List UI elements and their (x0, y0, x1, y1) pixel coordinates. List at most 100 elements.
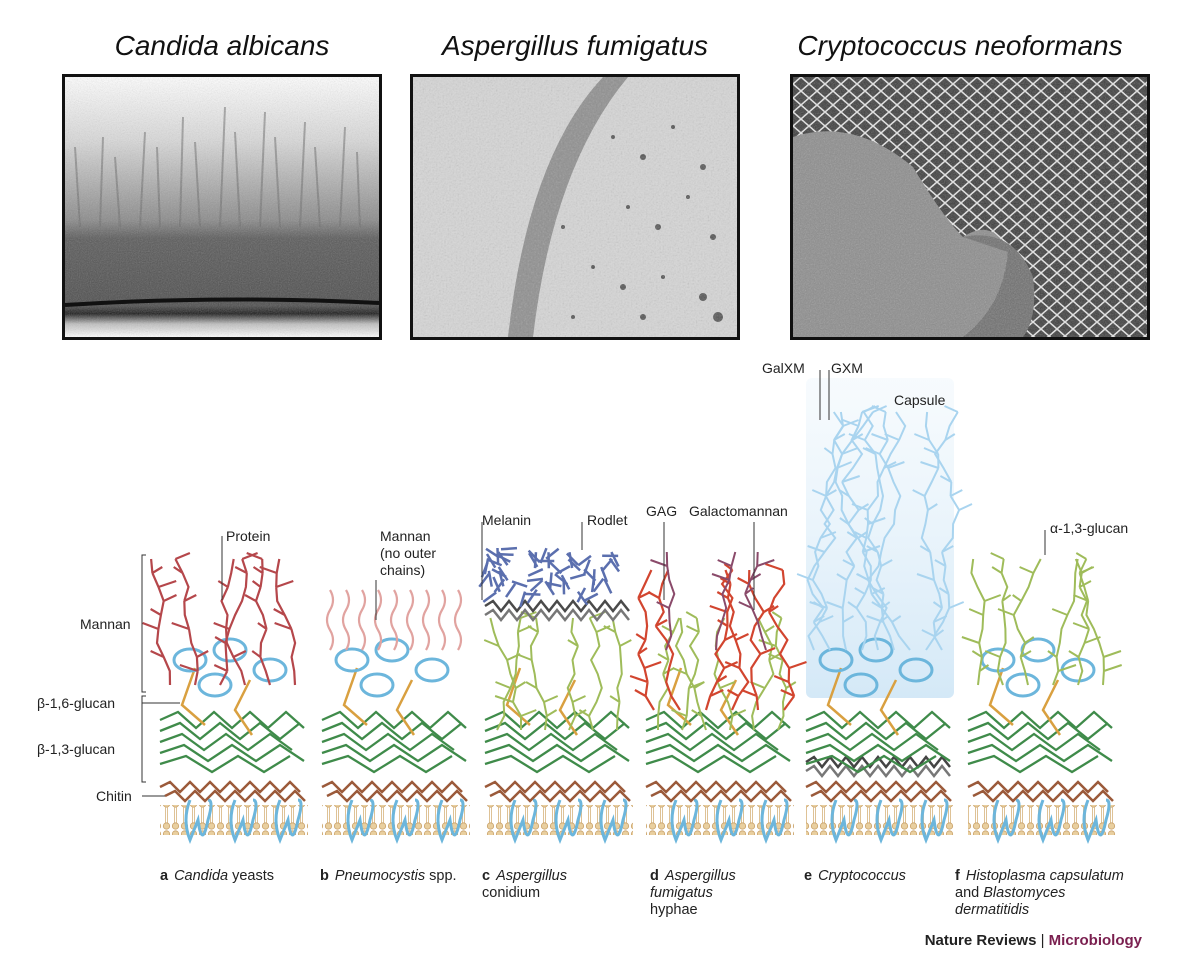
melanin-granule (505, 583, 517, 598)
caption-text: and (955, 885, 984, 901)
b13-glucan-strand (645, 721, 787, 741)
mannan-chain (217, 558, 247, 686)
wall-protein (359, 672, 395, 698)
micrograph-title-cryptococcus: Cryptococcus neoformans (797, 30, 1123, 61)
melanin-granule (526, 588, 538, 604)
wall-protein (197, 672, 233, 698)
membrane-protein (436, 798, 465, 845)
capsule-polysaccharide (796, 411, 845, 651)
membrane-protein (509, 798, 538, 845)
caption-text: dermatitidis (955, 902, 1030, 918)
b13-glucan-strand (645, 743, 791, 763)
caption-text: spp. (425, 868, 457, 884)
caption-text: Aspergillus (664, 868, 736, 884)
caption-text: Aspergillus (496, 868, 567, 884)
melanin-granule (529, 579, 544, 592)
mannan-chain (213, 551, 258, 686)
melanin-granule (485, 553, 497, 569)
b13-glucan-strand (967, 732, 1101, 752)
wall-protein (818, 647, 854, 673)
b16-glucan (1041, 679, 1062, 736)
melanin-granule (511, 580, 528, 588)
membrane-protein (184, 798, 213, 845)
melanin-granule (569, 573, 586, 580)
annotation-no-outer: (no outer (380, 545, 436, 561)
a13-glucan-chain (1047, 558, 1079, 686)
b13-glucan-strand (484, 721, 626, 741)
annotation-chains: chains) (380, 562, 425, 578)
micrograph-title-aspergillus: Aspergillus fumigatus (441, 30, 709, 61)
a13-glucan-chain (1073, 552, 1123, 686)
gag-chain (650, 551, 676, 651)
membrane-protein (920, 798, 949, 845)
b13-glucan-strand (159, 732, 293, 752)
membrane-protein (1082, 798, 1111, 845)
b16-glucan (233, 679, 254, 736)
melanin-granule (527, 568, 544, 577)
mannan-chain (405, 589, 415, 651)
b13-glucan-strand (805, 710, 951, 730)
wall-protein (843, 672, 879, 698)
annotation-leaders (221, 370, 1046, 620)
chitin-layer (321, 780, 463, 794)
chitin-layer (326, 789, 468, 803)
wall-protein (374, 637, 410, 663)
annotation-galxm: GalXM (762, 360, 805, 376)
b13-glucan-strand (645, 710, 791, 730)
b13-glucan-strand (321, 721, 463, 741)
cell-wall-column-d (629, 551, 807, 845)
galactomannan-chain (716, 569, 750, 711)
b13-glucan-strand (159, 710, 305, 730)
cell-wall-column-a (142, 551, 308, 845)
chitin-layer (650, 789, 792, 803)
cell-wall-column-f (961, 552, 1123, 845)
caption-letter: e (804, 868, 813, 884)
journal-subject: Microbiology (1048, 932, 1142, 949)
label-b13-glucan: β-1,3-glucan (37, 741, 115, 757)
annotation-a13-glucan: α-1,3-glucan (1050, 520, 1128, 536)
melanin-granule (577, 554, 592, 567)
membrane-protein (554, 798, 583, 845)
journal-credit: Nature Reviews | Microbiology (925, 932, 1142, 949)
melanin-granule (567, 558, 581, 572)
plasma-membrane (160, 805, 308, 835)
chitin-layer (810, 789, 952, 803)
b13-glucan-strand (159, 743, 305, 763)
wall-protein (172, 647, 208, 673)
caption-letter: f (955, 868, 960, 884)
a13-glucan-chain (603, 617, 632, 731)
melanin-granule (498, 570, 505, 587)
melanin-granule (500, 546, 518, 551)
wall-protein (1060, 657, 1096, 683)
rodlet-layer (484, 607, 630, 623)
caption-text: Pneumocystis (334, 868, 426, 884)
b13-glucan-strand (805, 743, 951, 763)
capsule-polysaccharide (921, 405, 973, 651)
b13-glucan-strand (805, 721, 947, 741)
micrograph-title-candida: Candida albicans (114, 30, 330, 61)
melanin-layer (805, 763, 951, 779)
label-mannan: Mannan (80, 616, 131, 632)
b13-glucan-strand (159, 754, 291, 774)
b16-glucan (666, 667, 692, 726)
gag-chain (711, 551, 737, 651)
b16-glucan (879, 679, 900, 736)
b13-glucan-strand (159, 721, 301, 741)
b16-glucan (988, 667, 1014, 726)
mannan-chain (259, 558, 297, 686)
caption-text: yeasts (228, 868, 275, 884)
mannan-chain (244, 551, 272, 686)
plasma-membrane (806, 805, 954, 835)
chitin-layer (972, 789, 1114, 803)
chitin-layer (489, 789, 631, 803)
galactomannan-chain (647, 569, 681, 711)
melanin-granule (592, 577, 605, 593)
annotation-rodlet: Rodlet (587, 512, 628, 528)
plasma-membrane (968, 805, 1116, 835)
b13-glucan-strand (967, 754, 1099, 774)
b13-glucan-strand (321, 754, 453, 774)
melanin-granule (519, 591, 527, 608)
